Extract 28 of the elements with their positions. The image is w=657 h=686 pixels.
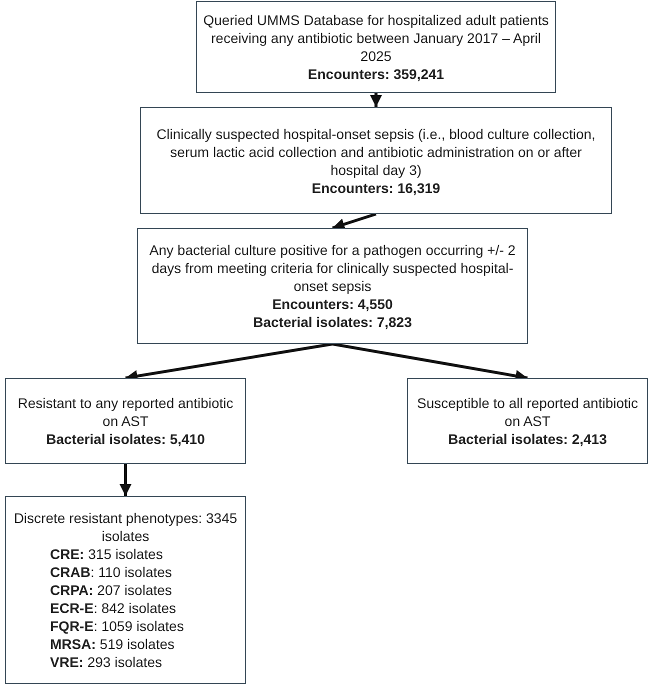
count-text: Bacterial isolates: 2,413 <box>447 430 608 448</box>
process-box <box>407 378 648 464</box>
count-text: Encounters: 4,550 <box>271 295 394 313</box>
process-box <box>140 107 612 214</box>
step-description: Discrete resistant phenotypes: 3345 isolates <box>12 509 238 545</box>
step-description: Any bacterial culture positive for a pathogen occurring +/- 2 days from meeting criteria for clinically suspected hospital-onset sepsis <box>148 241 517 295</box>
process-box <box>5 378 246 464</box>
step-description: Susceptible to all reported antibiotic on AST <box>416 394 640 430</box>
arrow <box>120 464 132 496</box>
phenotype-count: FQR-E: 1059 isolates <box>49 617 185 635</box>
phenotype-count: CRPA: 207 isolates <box>49 581 173 599</box>
count-text: Encounters: 359,241 <box>306 65 446 83</box>
phenotype-count: MRSA: 519 isolates <box>49 635 176 653</box>
phenotype-count: CRE: 315 isolates <box>49 545 164 563</box>
process-box <box>196 1 556 93</box>
count-text: Bacterial isolates: 5,410 <box>45 430 206 448</box>
count-text: Bacterial isolates: 7,823 <box>252 313 413 331</box>
arrow <box>370 93 382 107</box>
process-box <box>5 496 246 684</box>
process-box <box>137 228 528 344</box>
phenotype-count: CRAB: 110 isolates <box>49 563 173 581</box>
step-description: Resistant to any reported antibiotic on AST <box>16 394 234 430</box>
phenotype-count: ECR-E: 842 isolates <box>49 599 178 617</box>
step-description: Queried UMMS Database for hospitalized adult patients receiving any antibiotic between January 2017 – April 2025 <box>203 11 549 65</box>
count-text: Encounters: 16,319 <box>310 178 442 196</box>
phenotype-count: VRE: 293 isolates <box>49 653 164 671</box>
step-description: Clinically suspected hospital-onset sepsis (i.e., blood culture collection, serum lactic acid collection and antibiotic administration on or after hospital day 3) <box>156 124 596 178</box>
arrow <box>332 212 376 230</box>
